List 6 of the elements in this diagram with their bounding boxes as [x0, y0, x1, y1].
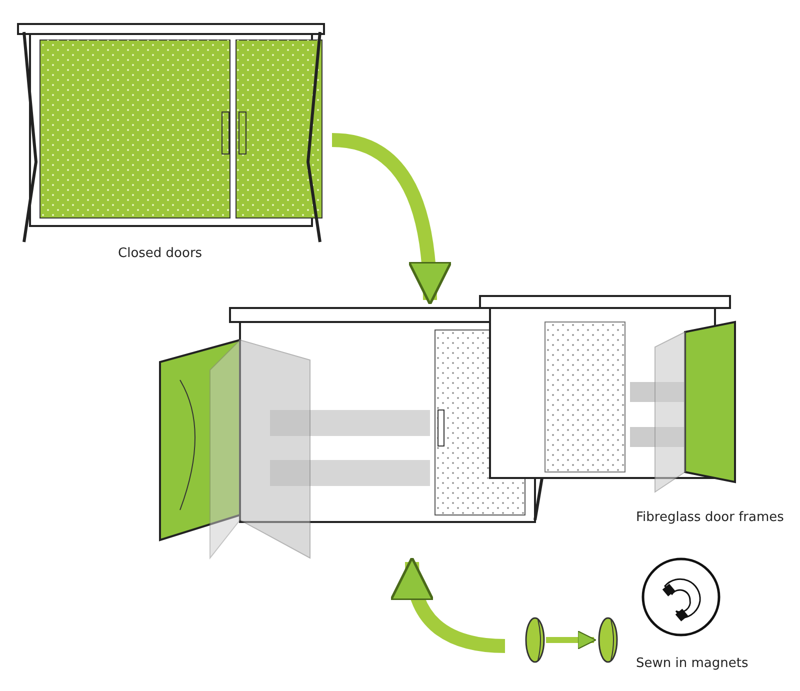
arrow [546, 630, 596, 650]
node-label: Fibreglass door frames [636, 510, 784, 525]
node-label: Sewn in magnets [636, 656, 748, 671]
node-label: Closed doors [118, 246, 202, 261]
arrow [392, 556, 506, 653]
arrow [332, 133, 452, 306]
